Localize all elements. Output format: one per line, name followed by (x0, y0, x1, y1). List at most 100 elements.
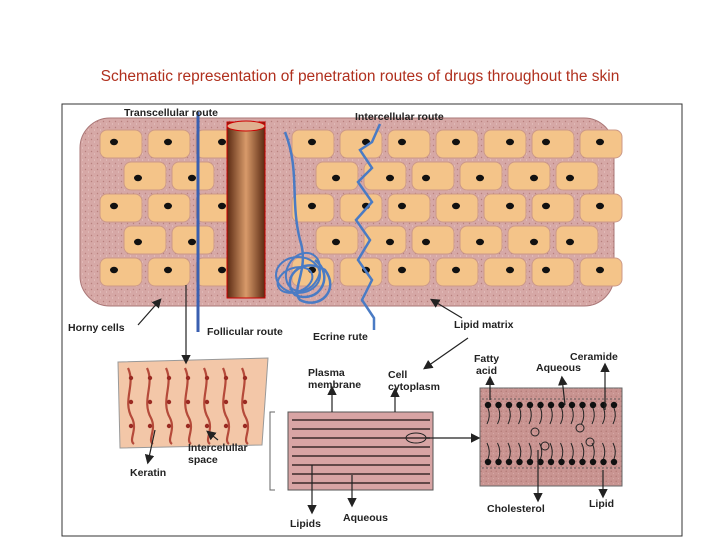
cell-nucleus (164, 266, 172, 274)
keratin-dot (185, 375, 191, 381)
keratin-dot (185, 399, 191, 405)
lipid-head (537, 458, 544, 466)
keratin-strand (126, 367, 136, 445)
lipid-head (537, 401, 544, 409)
keratin-dot (223, 423, 229, 429)
keratin-dot (204, 423, 210, 429)
lipid-tail (570, 407, 574, 425)
keratin-strand (164, 367, 174, 445)
lipid-head (516, 458, 523, 466)
label-lipid: Lipid (589, 498, 614, 510)
lipid-head (589, 458, 597, 466)
lipid-tail (612, 407, 616, 425)
keratin-strands (126, 367, 250, 445)
cell-nucleus (218, 202, 226, 210)
cell-nucleus (332, 174, 340, 182)
label-acid: acid (476, 365, 497, 377)
lipid-tail (549, 442, 553, 460)
lipid-tail (591, 407, 595, 425)
lipid-tail (528, 442, 532, 460)
horny-cell (531, 193, 575, 223)
lipid-tail (560, 407, 564, 425)
arrow-horny-label (137, 298, 162, 326)
cell-nucleus (308, 202, 316, 210)
lipid-tail (612, 442, 616, 460)
lipid-head (495, 401, 502, 409)
horny-cell (411, 161, 455, 191)
horny-cell (507, 225, 551, 255)
horny-cell (483, 257, 527, 287)
lipid-head (526, 458, 534, 466)
label-ecrine-route: Ecrine rute (313, 331, 368, 343)
cell-nucleus (566, 174, 574, 182)
horny-cells-zoom (117, 357, 269, 449)
horny-cell (483, 193, 527, 223)
keratin-dot (223, 399, 229, 405)
keratin-dot (242, 423, 248, 429)
cell-nucleus (530, 238, 538, 246)
lipid-tail (507, 442, 511, 460)
horny-cell (387, 193, 431, 223)
horny-cell (483, 129, 527, 159)
cell-nucleus (452, 202, 460, 210)
horny-cell (363, 225, 407, 255)
label-lipids: Lipids (290, 518, 321, 530)
cell-nucleus (506, 138, 514, 146)
intercellular-lipid-box (287, 411, 434, 491)
horny-cell (99, 257, 143, 287)
page-title: Schematic representation of penetration … (100, 68, 620, 85)
lipid-tail (497, 407, 501, 425)
cell-nucleus (452, 138, 460, 146)
lipid-tail (539, 442, 543, 460)
lipid-head (505, 401, 513, 409)
lipid-head (495, 458, 502, 466)
lipid-head (568, 401, 576, 409)
ecrine-coil (275, 251, 322, 294)
cell-nucleus (422, 238, 430, 246)
lipid-head (547, 458, 555, 466)
label-cholesterol: Cholesterol (487, 503, 545, 515)
cell-nucleus (188, 174, 196, 182)
cell-nucleus (218, 138, 226, 146)
horny-cell (555, 161, 599, 191)
horny-cell (339, 193, 383, 223)
lipid-tail (581, 442, 585, 460)
ecrine-route-line (283, 131, 332, 304)
lipid-head (610, 401, 618, 409)
keratin-dot (223, 375, 229, 381)
horny-cell (387, 129, 431, 159)
label-aqueous-right: Aqueous (536, 362, 581, 374)
cell-nucleus (398, 202, 406, 210)
horny-cell (507, 161, 551, 191)
keratin-dot (242, 399, 248, 405)
keratin-dot (166, 423, 172, 429)
lipid-tail (518, 407, 522, 425)
lipid-tail (602, 442, 606, 460)
hair-follicle (226, 120, 266, 299)
lipid-head (484, 401, 492, 409)
arrow-aqueous-right (558, 375, 568, 406)
cell-nucleus (398, 138, 406, 146)
keratin-strand (240, 367, 250, 445)
lipid-tail (591, 442, 595, 460)
lipid-head (610, 458, 618, 466)
lipid-tail (581, 407, 585, 425)
bilayer-molecules (482, 398, 620, 469)
keratin-strand (183, 367, 193, 445)
lipid-head (505, 458, 513, 466)
horny-cell (123, 161, 167, 191)
label-membrane: membrane (308, 379, 361, 391)
cell-nucleus (596, 266, 604, 274)
cell-nucleus (110, 138, 118, 146)
bracket (269, 411, 275, 491)
cell-nucleus (566, 238, 574, 246)
cell-nucleus (506, 202, 514, 210)
label-cell: Cell (388, 369, 407, 381)
cell-nucleus (110, 202, 118, 210)
keratin-strand (221, 367, 231, 445)
lipid-tail (518, 442, 522, 460)
cell-nucleus (422, 174, 430, 182)
label-ceramide: Ceramide (570, 351, 618, 363)
label-intercell-space-1: Intercelullar (188, 442, 248, 454)
label-intercell-space-2: space (188, 454, 218, 466)
